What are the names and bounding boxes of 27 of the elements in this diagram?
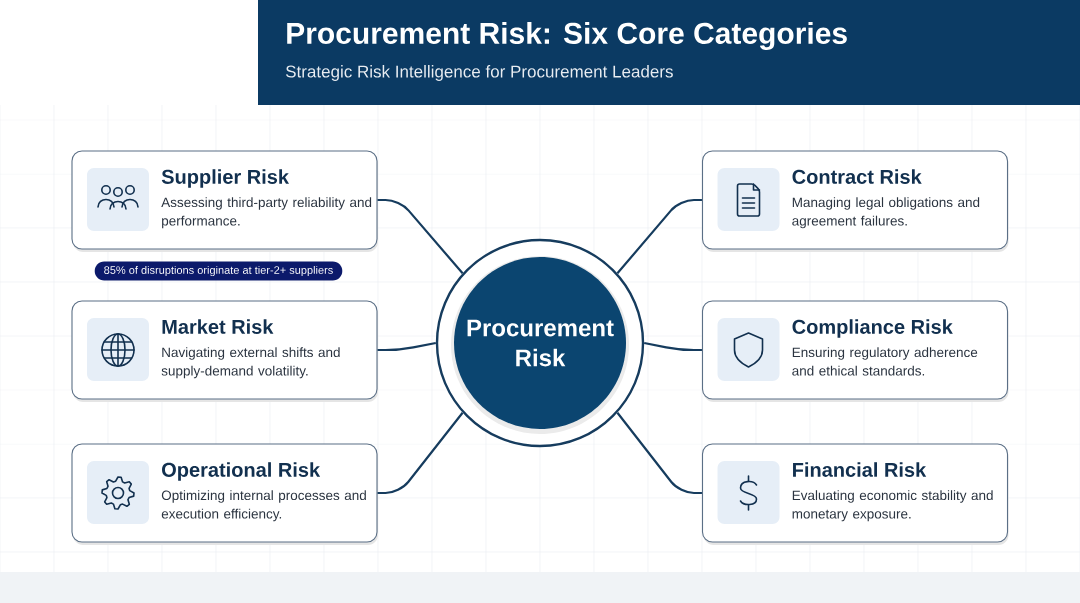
connector-line [377,341,436,352]
card-description: Ensuring regulatory adherence and ethical standards. [792,347,978,376]
card-heading: Contract Risk [792,169,922,184]
card-heading: Supplier Risk [161,169,289,188]
card-description: Evaluating economic stability and monetary exposure. [792,490,993,522]
card-heading: Market Risk [162,319,274,334]
card-description: Optimizing internal processes and execution efficiency. [161,490,366,522]
card-heading: Financial Risk [793,462,927,477]
subtitle: Strategic Risk Intelligence for Procurement Leaders [285,65,673,81]
card-description: Assessing third-party reliability and performance. [161,197,372,229]
connector-line [616,412,702,495]
node-label: Procurement Risk [467,319,614,367]
connector-line [377,198,464,274]
risk-card [701,443,1009,545]
risk-card [701,300,1009,402]
card-heading: Compliance Risk [792,319,953,338]
connector-line [377,412,464,495]
risk-card [71,150,378,252]
connector-line [616,198,702,274]
card-heading: Operational Risk [162,462,321,481]
card-description: Managing legal obligations and agreement failures. [792,197,980,229]
risk-card [71,443,378,545]
title: Procurement Risk: Six Core Categories [287,21,847,51]
risk-card [71,300,378,402]
connector-line [644,341,702,352]
card-description: Navigating external shifts and supply-demand volatility. [161,347,340,379]
risk-card [701,150,1009,252]
